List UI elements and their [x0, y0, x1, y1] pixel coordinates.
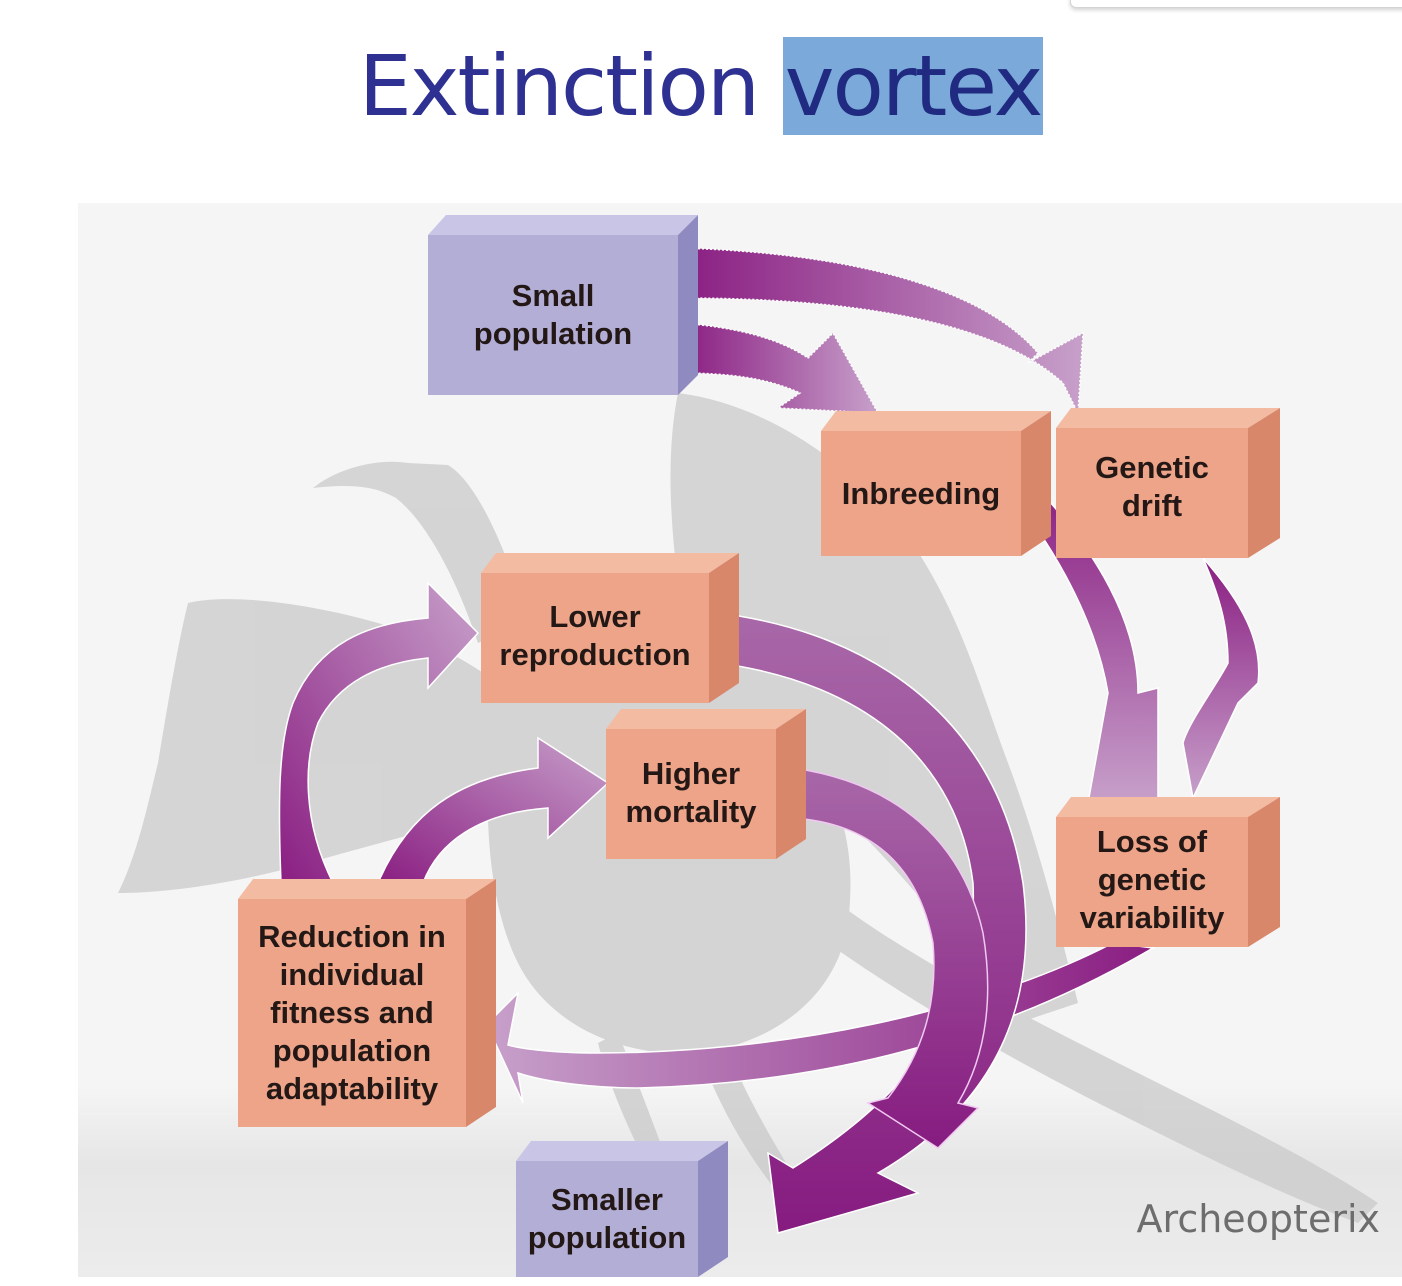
node-lower-reproduction: Lower reproduction — [481, 553, 739, 703]
arrow-small-to-drift — [681, 247, 1084, 416]
node-label: Loss of genetic variability — [1079, 824, 1225, 935]
node-label: Lower reproduction — [499, 598, 691, 672]
arrow-mortality-to-smaller — [792, 767, 989, 1149]
node-label: Smaller population — [527, 1182, 687, 1255]
node-label: Genetic drift — [1095, 450, 1209, 523]
arrow-drift-to-loss — [1182, 557, 1260, 801]
arrow-reduction-to-mortality — [376, 736, 610, 884]
extinction-vortex-diagram: Small population Inbreeding Genetic drif… — [78, 203, 1402, 1277]
node-genetic-drift: Genetic drift — [1056, 408, 1280, 558]
node-label: Higher mortality — [625, 756, 757, 829]
node-label: Small population — [473, 278, 633, 351]
arrow-reduction-to-lowerrepro — [278, 581, 480, 884]
node-loss-of-genetic-variability: Loss of genetic variability — [1056, 797, 1280, 947]
arrow-loss-to-reduction — [487, 942, 1156, 1104]
arrow-small-to-inbreeding — [681, 322, 880, 414]
slide-title: Extinction vortex — [0, 34, 1402, 138]
node-small-population: Small population — [428, 215, 698, 395]
node-smaller-population: Smaller population — [516, 1141, 728, 1277]
image-caption: Archeopterix — [1136, 1197, 1380, 1241]
node-label: Inbreeding — [841, 475, 1001, 511]
title-highlighted-word: vortex — [782, 37, 1044, 135]
window-tab-edge — [1070, 0, 1402, 8]
node-label: Reduction in individual fitness and popu… — [258, 919, 446, 1106]
title-text: Extinction — [358, 37, 783, 135]
node-reduction-in-fitness: Reduction in individual fitness and popu… — [238, 879, 496, 1127]
node-higher-mortality: Higher mortality — [606, 709, 806, 859]
node-inbreeding: Inbreeding — [821, 411, 1051, 556]
